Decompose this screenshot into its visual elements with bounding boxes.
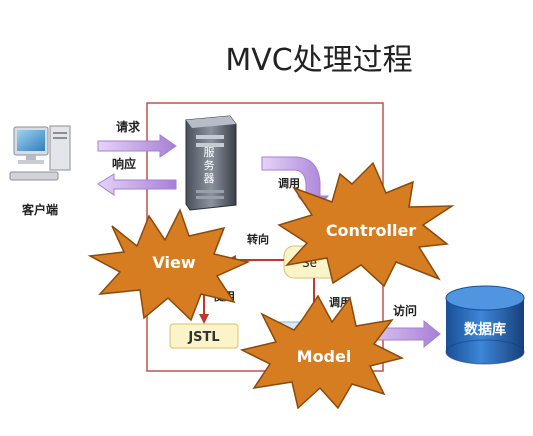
- request-arrow: [97, 134, 177, 158]
- server-icon: [185, 115, 237, 211]
- response-arrow: [97, 173, 177, 196]
- server-label-2: 务: [204, 159, 215, 172]
- view-burst: [87, 208, 251, 322]
- page-title: MVC处理过程: [225, 43, 412, 78]
- view-label: View: [152, 253, 195, 272]
- model-burst: [239, 294, 405, 410]
- forward-label: 转向: [247, 232, 269, 246]
- model-label: Model: [297, 347, 352, 366]
- database-icon: [445, 285, 525, 365]
- client-label: 客户端: [21, 202, 58, 217]
- database-label: 数据库: [464, 321, 506, 338]
- jstl-label: JSTL: [187, 330, 219, 345]
- access-label: 访问: [393, 303, 417, 318]
- server-label-1: 服: [204, 146, 215, 159]
- controller-label: Controller: [326, 221, 416, 240]
- server-label-3: 器: [204, 172, 215, 185]
- response-label: 响应: [112, 156, 136, 171]
- request-label: 请求: [116, 119, 141, 134]
- client-computer-icon: [9, 125, 71, 181]
- jstl-box: [169, 323, 239, 349]
- controller-burst: [277, 161, 455, 288]
- call-label-top: 调用: [278, 176, 300, 190]
